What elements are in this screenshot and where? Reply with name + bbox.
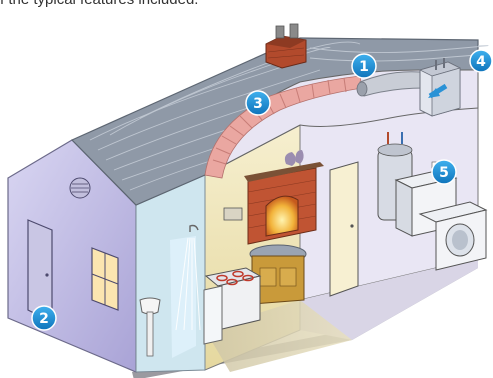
callout-badge-1: 1 — [352, 54, 376, 78]
front-window — [92, 248, 118, 310]
callout-badge-2: 2 — [32, 306, 56, 330]
callout-number-4: 4 — [476, 54, 486, 70]
chimney — [266, 24, 306, 68]
callout-number-3: 3 — [253, 96, 263, 112]
callout-badge-4: 4 — [470, 50, 492, 72]
callout-number-1: 1 — [359, 59, 369, 75]
callout-badge-5: 5 — [432, 160, 456, 184]
gable-vent — [70, 178, 90, 198]
callout-number-2: 2 — [39, 311, 49, 327]
wall-vent — [224, 208, 242, 220]
callout-badge-3: 3 — [246, 91, 270, 115]
callout-number-5: 5 — [439, 165, 449, 181]
right-room-door — [340, 150, 358, 286]
